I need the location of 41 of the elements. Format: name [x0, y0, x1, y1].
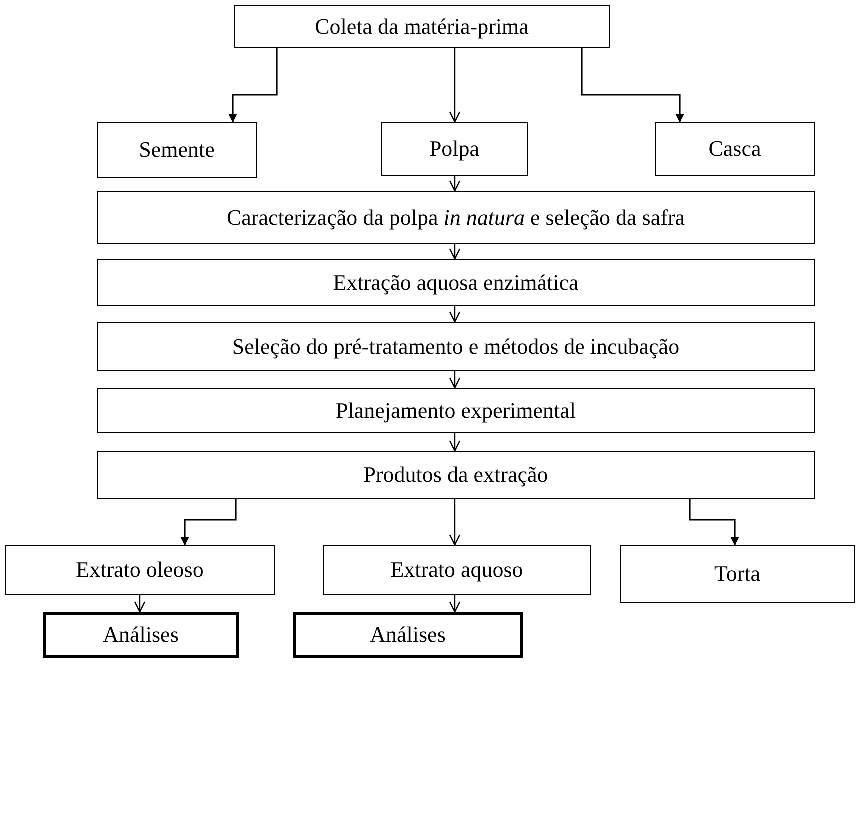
process-box	[97, 322, 815, 371]
arrow	[134, 595, 146, 613]
box-label: Análises	[370, 621, 446, 649]
arrow	[449, 371, 461, 389]
box-label: Semente	[139, 136, 215, 164]
box-label: Produtos da extração	[364, 461, 548, 489]
box-label: Caracterização da polpa in natura e seleção da safra	[226, 204, 686, 232]
process-box	[97, 451, 815, 499]
process-box	[43, 612, 239, 658]
arrow	[581, 48, 684, 123]
process-box	[381, 122, 528, 176]
arrow	[689, 499, 740, 546]
arrow	[449, 595, 461, 613]
process-box	[323, 545, 591, 595]
box-label: Planejamento experimental	[336, 396, 576, 424]
box-label: Extrato aquoso	[390, 556, 524, 584]
box-label: Seleção do pré-tratamento e métodos de incubação	[232, 332, 680, 360]
box-label: Extrato oleoso	[76, 556, 204, 584]
arrow	[449, 499, 461, 546]
process-box	[97, 191, 815, 244]
process-box	[97, 122, 257, 178]
process-box	[97, 259, 815, 306]
arrow	[449, 48, 461, 123]
arrow	[449, 306, 461, 323]
arrow	[228, 48, 278, 123]
process-box	[655, 122, 815, 176]
arrow	[449, 433, 461, 452]
box-label: Torta	[714, 560, 761, 588]
process-box	[5, 545, 275, 595]
box-label: Coleta da matéria-prima	[315, 12, 529, 40]
process-box	[620, 545, 855, 603]
process-box	[97, 388, 815, 433]
box-label: Polpa	[429, 135, 480, 163]
box-label: Casca	[708, 135, 762, 163]
arrow	[180, 499, 237, 546]
box-label: Extração aquosa enzimática	[333, 268, 579, 296]
process-box	[234, 5, 610, 48]
arrow	[449, 176, 461, 192]
box-label: Análises	[103, 621, 179, 649]
arrow	[449, 244, 461, 260]
process-box	[293, 612, 523, 658]
